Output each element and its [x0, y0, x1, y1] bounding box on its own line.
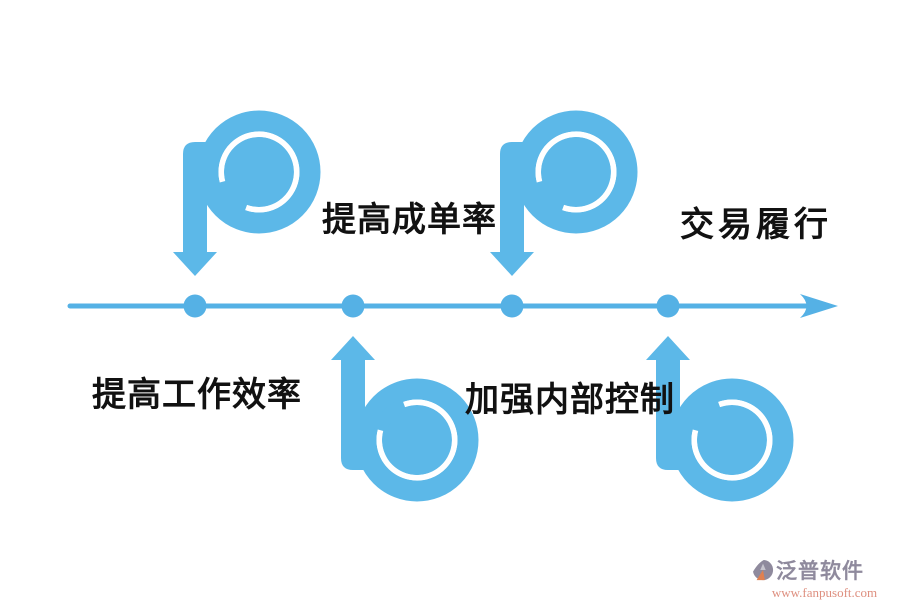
- timeline-dot: [183, 294, 207, 318]
- watermark-url: www.fanpusoft.com: [771, 585, 878, 600]
- timeline-arrowhead-icon: [800, 294, 838, 318]
- label-transaction-fulfillment: 交易履行: [680, 206, 832, 244]
- spiral-arrow-down-icon: [490, 110, 640, 290]
- watermark: 泛普软件 www.fanpusoft.com: [752, 555, 897, 600]
- label-strengthen-internal-control: 加强内部控制: [465, 381, 675, 419]
- timeline-dot: [341, 294, 365, 318]
- watermark-brand: 泛普软件: [776, 560, 864, 583]
- label-improve-close-rate: 提高成单率: [322, 201, 497, 239]
- timeline-dot: [656, 294, 680, 318]
- fanpu-logo-icon: [752, 558, 774, 581]
- spiral-arrow-down-icon: [173, 110, 323, 290]
- spiral-arrow-up-icon: [331, 322, 481, 502]
- timeline-dot: [500, 294, 524, 318]
- label-improve-work-efficiency: 提高工作效率: [92, 376, 302, 414]
